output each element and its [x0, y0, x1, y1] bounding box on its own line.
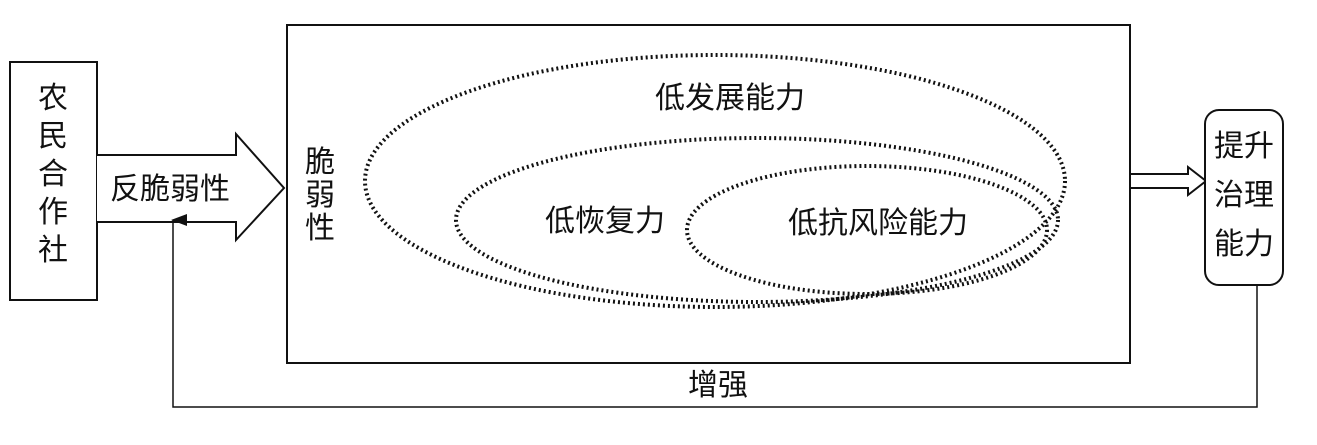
inner-ellipse: [685, 164, 1049, 296]
right-box: [1204, 109, 1284, 286]
inner-ellipse-label: 低抗风险能力: [788, 206, 968, 241]
left-box-char: 民: [38, 119, 68, 154]
output-arrow: [1129, 164, 1208, 198]
left-box-char: 作: [38, 195, 68, 230]
main-box: [286, 24, 1131, 364]
main-box-side-char: 脆: [305, 145, 335, 180]
right-box-line: 治理: [1214, 178, 1274, 213]
left-box-char: 农: [38, 81, 68, 116]
middle-ellipse-label: 低恢复力: [545, 204, 665, 239]
right-box-line: 能力: [1214, 227, 1274, 262]
outer-ellipse: [363, 53, 1067, 309]
main-box-side-char: 性: [305, 211, 335, 246]
left-box-char: 合: [38, 157, 68, 192]
left-box: [9, 61, 98, 301]
right-box-line: 提升: [1214, 129, 1274, 164]
feedback-line: [171, 214, 1258, 408]
input-arrow: [97, 131, 286, 243]
input-arrow-label: 反脆弱性: [110, 172, 230, 207]
left-box-char: 社: [38, 233, 68, 268]
middle-ellipse: [454, 136, 1060, 304]
feedback-label: 增强: [688, 368, 748, 403]
outer-ellipse-label: 低发展能力: [655, 81, 805, 116]
main-box-side-char: 弱: [305, 178, 335, 213]
